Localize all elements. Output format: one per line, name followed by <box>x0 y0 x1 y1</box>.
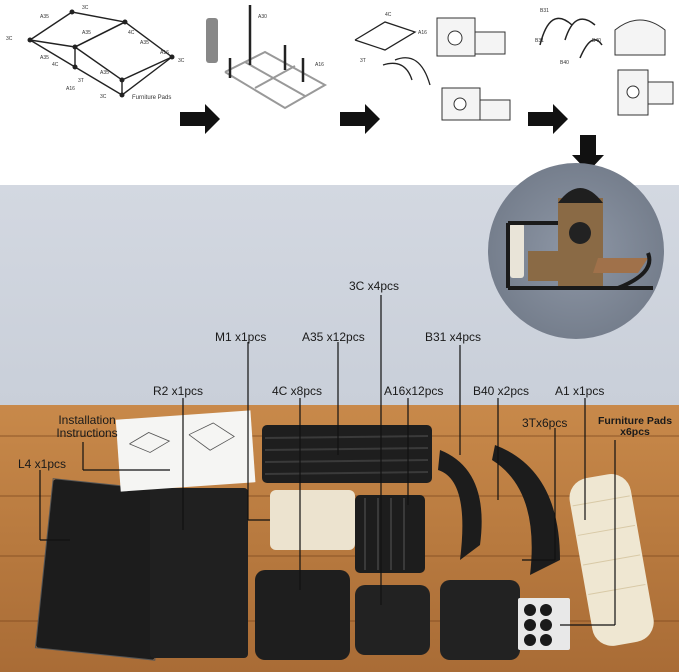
package-r2 <box>150 488 248 658</box>
label-furniture-pads: Furniture Pads x6pcs <box>597 415 673 438</box>
label-3c: 3C x4pcs <box>349 279 400 293</box>
diagram-label: A16 <box>160 50 169 56</box>
diagram-label: A35 <box>100 70 109 76</box>
package-3c <box>355 585 430 655</box>
step-3-house <box>436 17 511 121</box>
label-b40: B40 x2pcs <box>473 384 530 398</box>
package-a16 <box>355 495 425 573</box>
diagram-label: 3C <box>100 94 107 100</box>
diagram-label: 4C <box>128 30 135 36</box>
cat-tree-svg <box>506 188 653 290</box>
label-installation-instructions: Installation Instructions <box>56 413 118 440</box>
package-a1 <box>569 474 654 646</box>
diagram-label: 3T <box>78 78 84 84</box>
diagram-label: 3T <box>360 58 366 64</box>
finished-product-circle <box>488 163 664 339</box>
diagram-label: B40 <box>560 60 569 66</box>
step-2-frame <box>224 50 328 110</box>
label-r2: R2 x1pcs <box>153 384 204 398</box>
diagram-label: A35 <box>140 40 149 46</box>
diagram-label: A35 <box>40 14 49 20</box>
label-l4: L4 x1pcs <box>18 457 67 471</box>
hammock <box>593 258 648 273</box>
diagram-label: 3C <box>178 58 185 64</box>
diagram-label: B40 <box>592 38 601 44</box>
arrow-right-icon-1 <box>180 104 220 134</box>
diagram-label: A16 <box>66 86 75 92</box>
label-a1: A1 x1pcs <box>555 384 605 398</box>
diagram-label: A16 <box>315 62 324 68</box>
diagram-label: B31 <box>540 8 549 14</box>
package-3t <box>440 580 520 660</box>
arrow-down-icon <box>572 135 604 172</box>
step-2-scratch-post <box>206 18 218 63</box>
label-b31: B31 x4pcs <box>425 330 482 344</box>
step-arrows <box>180 104 604 172</box>
package-b40 <box>492 445 560 575</box>
label-a16: A16x12pcs <box>384 384 444 398</box>
diagram-label: 4C <box>52 62 59 68</box>
diagram-label: A35 <box>40 55 49 61</box>
label-4c: 4C x8pcs <box>272 384 323 398</box>
callout-lines <box>39 295 616 626</box>
step-2-posts <box>228 5 305 82</box>
package-furniture-pads <box>518 598 570 650</box>
step-4-house <box>614 19 674 116</box>
arrow-right-icon-3 <box>528 104 568 134</box>
diagram-label: B31 <box>535 38 544 44</box>
diagram-label: Furniture Pads <box>132 95 172 101</box>
diagram-label: A35 <box>82 30 91 36</box>
arrow-right-icon-2 <box>340 104 380 134</box>
package-4c <box>255 570 350 660</box>
package-a35 <box>262 425 432 483</box>
diagram-label: 3C <box>6 36 13 42</box>
instruction-sheet <box>115 410 256 492</box>
package-b31 <box>438 450 482 560</box>
diagram-label: 4C <box>385 12 392 18</box>
house-hole <box>569 222 591 244</box>
step-1-joints <box>27 9 175 98</box>
diagram-label: 3C <box>82 5 89 11</box>
tree-frame <box>506 221 653 290</box>
label-3t: 3Tx6pcs <box>522 416 568 430</box>
label-a35: A35 x12pcs <box>302 330 365 344</box>
label-m1: M1 x1pcs <box>215 330 267 344</box>
assembly-steps-svg <box>27 5 674 172</box>
diagram-label: A16 <box>418 30 427 36</box>
package-m1 <box>270 490 355 550</box>
step-4-arches <box>539 17 603 59</box>
scratch-post <box>510 223 524 278</box>
step-3-frame <box>354 21 431 86</box>
diagram-label: A30 <box>258 14 267 20</box>
assembly-diagram: 3C A35 3C A35 4C A35 A16 3C A35 4C A35 3… <box>0 0 679 185</box>
